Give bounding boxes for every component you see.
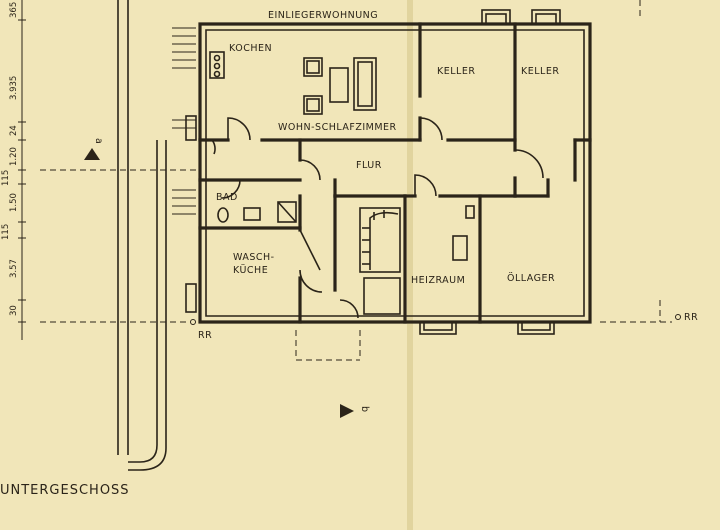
windows [185,9,561,335]
room-heizraum: HEIZRAUM [411,275,465,286]
floor-title: UNTERGESCHOSS [0,483,130,498]
rr-mark-icon [190,319,196,325]
chimney [465,205,475,219]
room-waschkueche-line1: WASCH- [233,252,275,263]
annex-label: EINLIEGERWOHNUNG [268,10,378,21]
section-marker-b: b [340,404,370,418]
rr-right-label: RR [684,312,698,323]
kitchen-counter [209,51,225,79]
room-oellager: ÖLLAGER [507,273,555,284]
section-b-label: b [359,406,370,413]
room-keller-2: KELLER [521,66,559,77]
section-a-arrow-icon [84,148,100,160]
outside-stairs [172,27,196,215]
rr-mark-icon [675,314,681,320]
dim-label: 3.57 [9,259,19,278]
dim-label: 30 [9,305,19,316]
living-furniture [303,57,377,115]
dim-label: 365 [9,2,19,18]
bath-fixtures [217,201,297,223]
boiler [452,235,468,261]
dimension-chain: 365 3.935 24 1.20 115 1.50 115 3.57 30 [1,0,26,340]
room-flur: FLUR [356,160,382,171]
door-swings [200,117,544,319]
dim-label: 1.20 [9,147,19,166]
dim-label: 3.935 [9,76,19,100]
room-wohn-schlafzimmer: WOHN-SCHLAFZIMMER [278,122,397,133]
room-kochen: KOCHEN [229,43,272,54]
dim-label: 115 [1,224,11,240]
section-marker-a: a [84,138,104,160]
dim-label: 115 [1,170,11,186]
room-waschkueche-line2: KÜCHE [233,265,268,276]
room-bad: BAD [216,192,238,203]
section-guides [295,0,672,361]
dim-label: 24 [9,125,19,136]
section-b-arrow-icon [340,404,354,418]
dim-label: 1.50 [9,193,19,212]
room-keller-1: KELLER [437,66,475,77]
rr-left-label: RR [198,330,212,341]
section-a-label: a [93,138,104,144]
outer-walls [198,22,592,324]
site-lines [40,0,200,471]
inner-stair [359,207,401,315]
